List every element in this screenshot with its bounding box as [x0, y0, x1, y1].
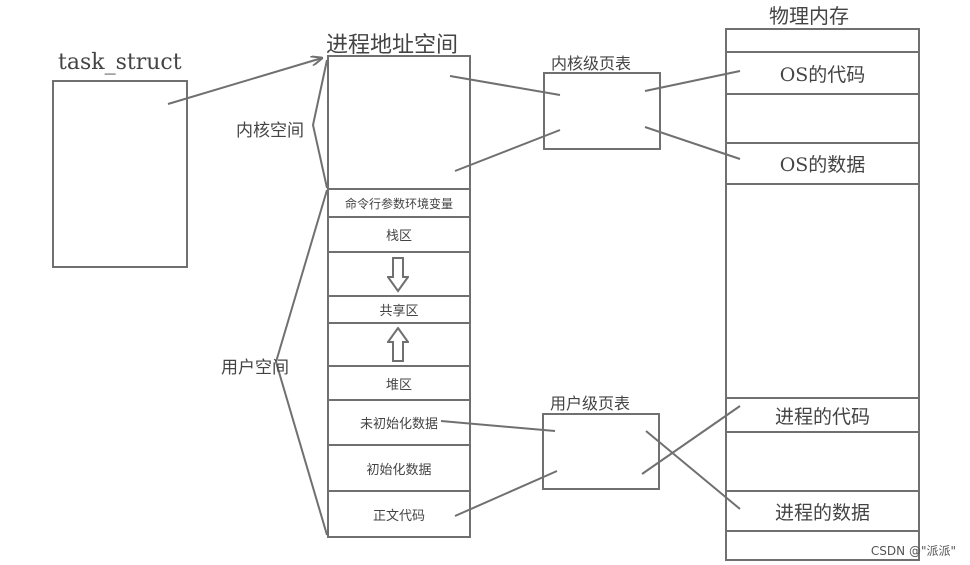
physical-memory-box: OS的代码 OS的数据 进程的代码 进程的数据: [725, 28, 920, 561]
segment-args-env: 命令行参数环境变量: [344, 196, 453, 211]
row-divider: [727, 51, 918, 53]
row-divider: [329, 365, 469, 367]
row-divider: [329, 322, 469, 324]
row-divider: [329, 188, 469, 190]
kernel-space-brace: [311, 59, 328, 189]
os-data-block: OS的数据: [779, 154, 866, 176]
physical-memory-title: 物理内存: [769, 4, 849, 28]
row-divider: [727, 490, 918, 492]
segment-heap: 堆区: [385, 377, 412, 393]
kernel-data-to-kernel-table-line: [454, 129, 561, 172]
csdn-watermark: CSDN @"派派": [870, 544, 956, 558]
user-page-table-title: 用户级页表: [550, 394, 631, 413]
row-divider: [329, 399, 469, 401]
user-table-to-proc-data-line: [645, 430, 741, 510]
row-divider: [727, 431, 918, 433]
segment-shared: 共享区: [379, 304, 419, 319]
segment-bss: 未初始化数据: [359, 417, 438, 432]
task-struct-box: [52, 80, 188, 268]
row-divider: [727, 397, 918, 399]
row-divider: [727, 530, 918, 532]
task-struct-pointer-arrow: [167, 58, 322, 105]
address-space-title: 进程地址空间: [326, 33, 459, 58]
row-divider: [329, 444, 469, 446]
row-divider: [329, 295, 469, 297]
kernel-code-to-kernel-table-line: [449, 75, 561, 96]
hollow-down-arrow-icon: [387, 257, 409, 293]
row-divider: [329, 216, 469, 218]
kernel-page-table-box: [543, 72, 661, 150]
kernel-space-label: 内核空间: [236, 121, 304, 141]
segment-text: 正文代码: [372, 508, 425, 524]
segment-stack: 栈区: [385, 229, 412, 244]
hollow-up-arrow-icon: [387, 327, 409, 362]
kernel-page-table-title: 内核级页表: [551, 54, 632, 73]
row-divider: [329, 251, 469, 253]
row-divider: [329, 490, 469, 492]
row-divider: [727, 93, 918, 95]
os-code-block: OS的代码: [779, 63, 866, 86]
task-struct-title: task_struct: [58, 50, 182, 75]
row-divider: [727, 183, 918, 185]
row-divider: [727, 142, 918, 144]
address-space-box: 命令行参数环境变量 栈区 共享区 堆区 未初始化数据 初始化数据 正文代码: [327, 55, 471, 538]
user-space-label: 用户空间: [221, 358, 289, 378]
bss-to-user-table-line: [440, 420, 556, 432]
user-space-brace: [274, 189, 328, 536]
user-page-table-box: [542, 413, 660, 490]
text-to-user-table-line: [454, 470, 558, 517]
process-data-block: 进程的数据: [774, 501, 870, 524]
segment-data: 初始化数据: [366, 462, 432, 478]
process-code-block: 进程的代码: [774, 405, 870, 428]
